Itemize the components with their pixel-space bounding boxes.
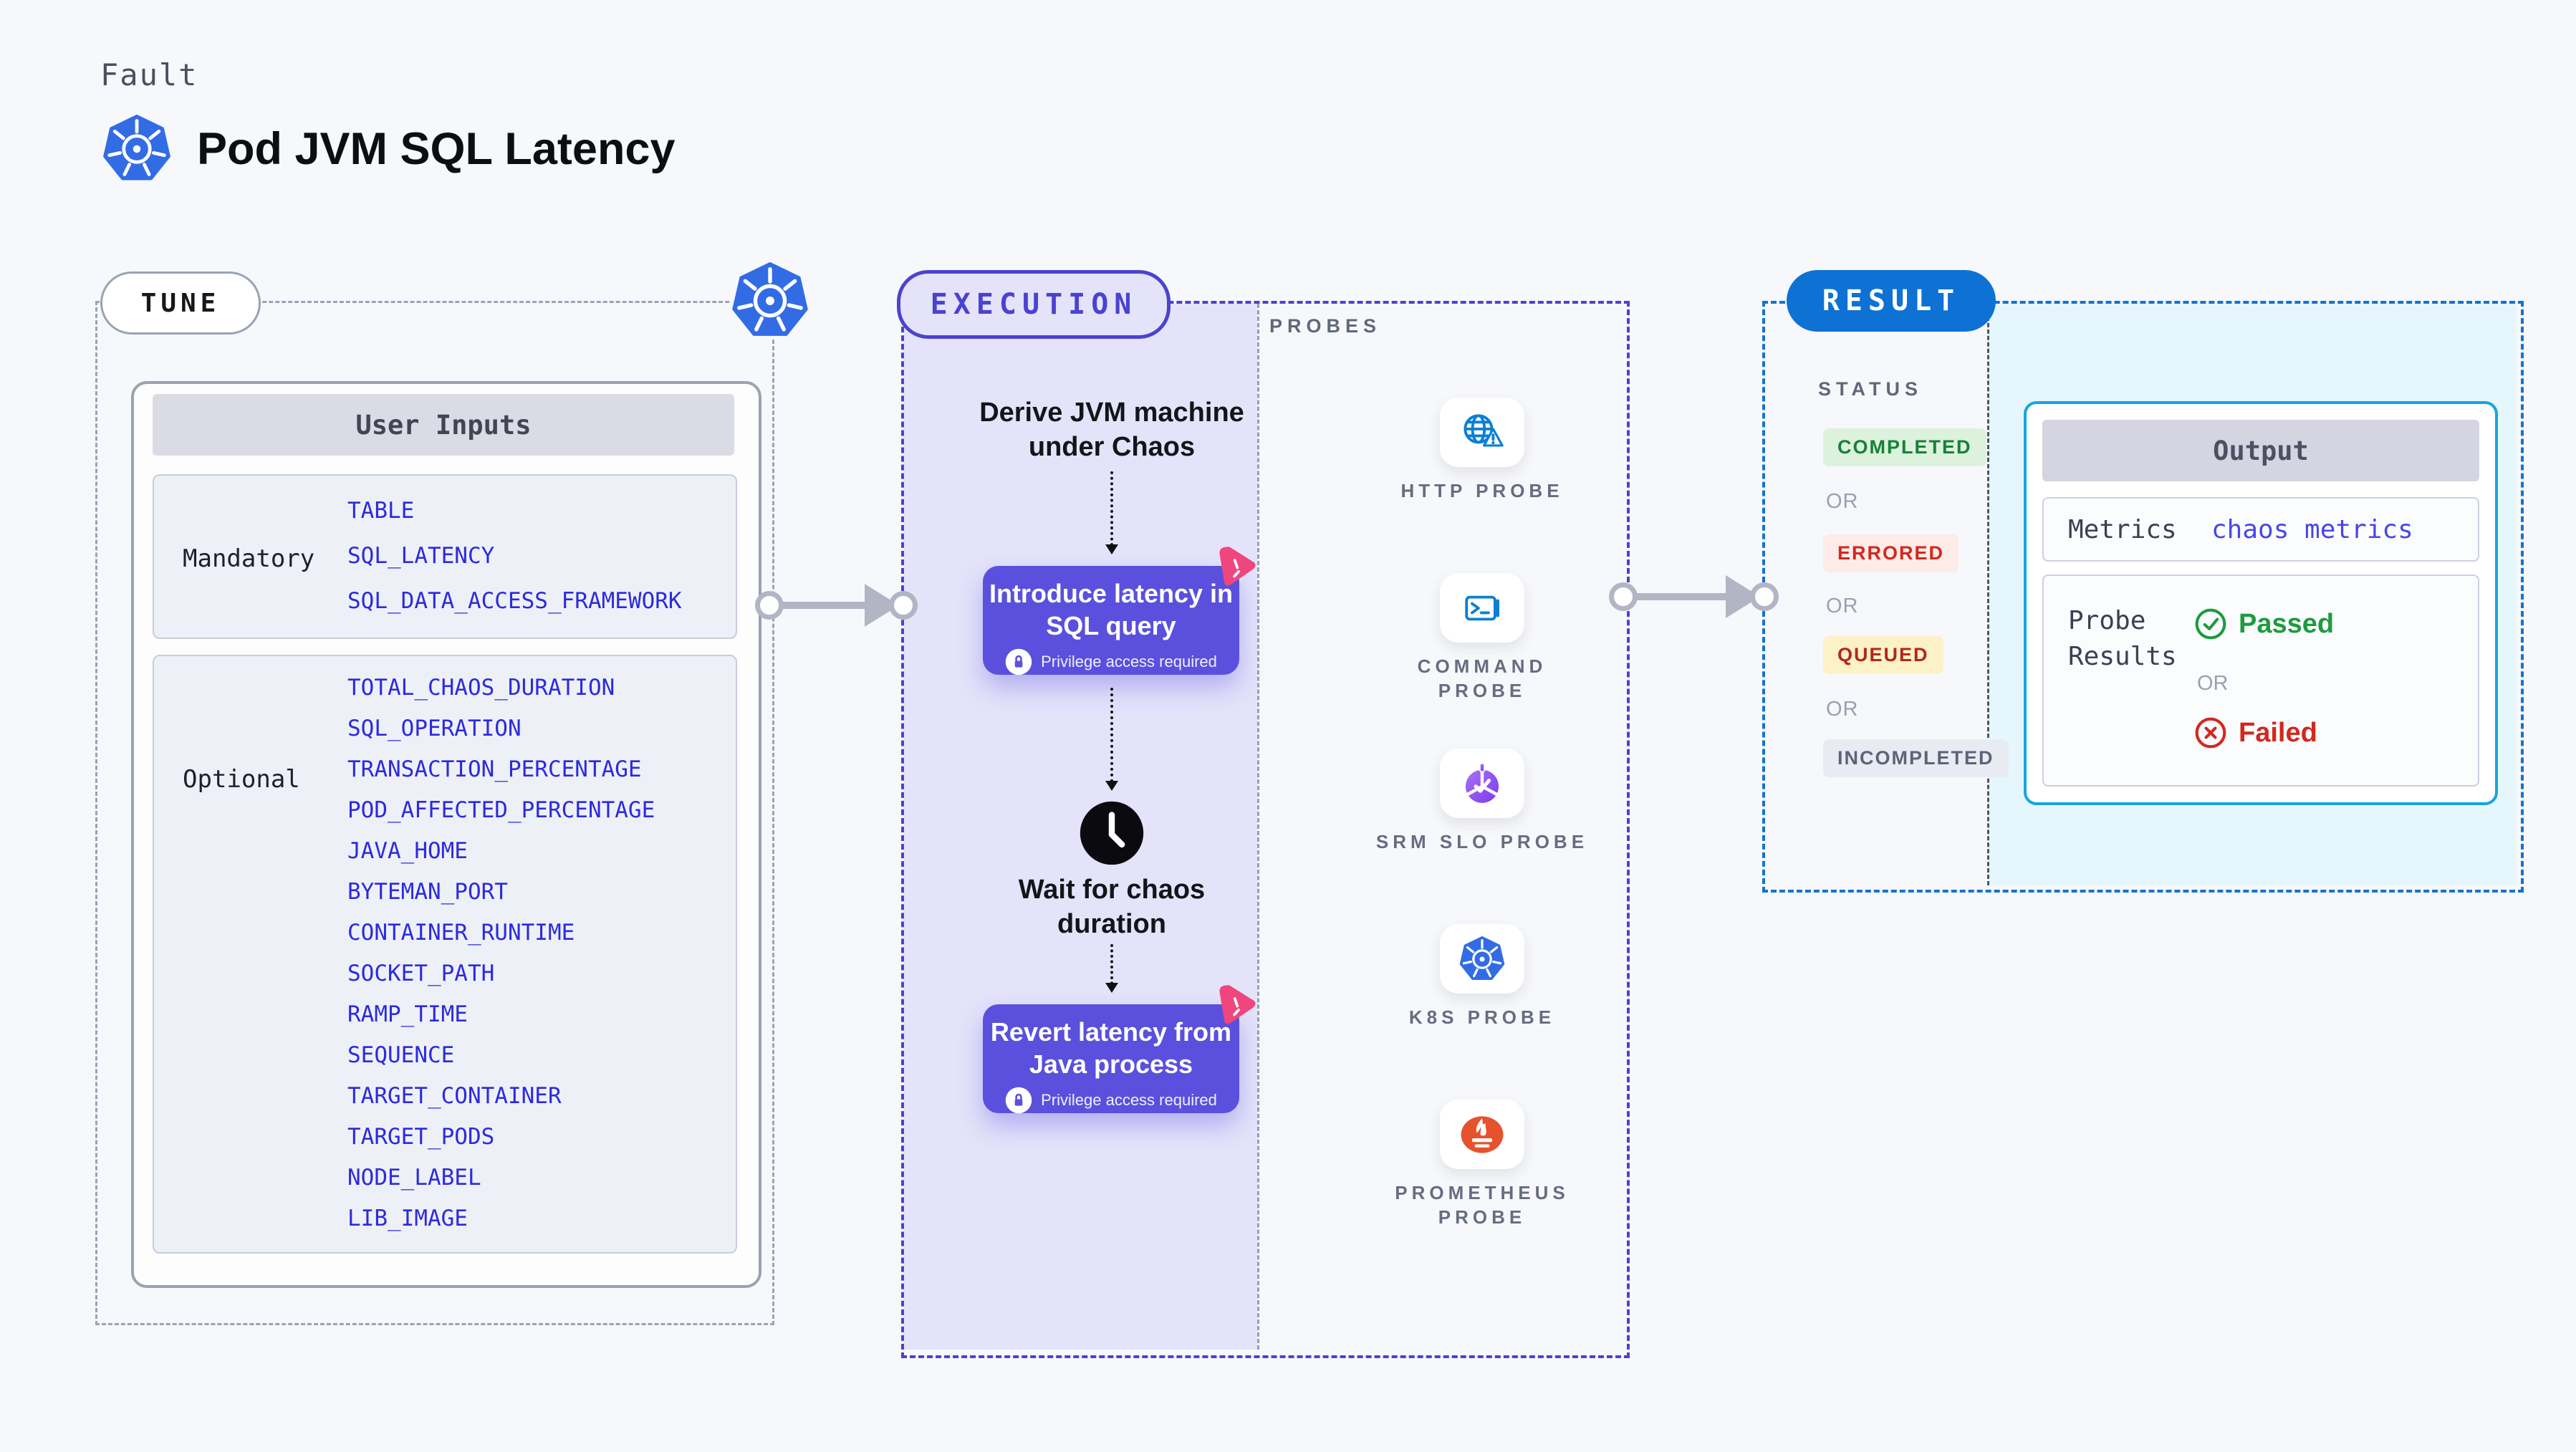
env-var[interactable]: TOTAL_CHAOS_DURATION xyxy=(347,675,615,701)
step-introduce-latency: Introduce latency in SQL query Privilege… xyxy=(983,566,1239,675)
or-label: OR xyxy=(1826,698,1859,721)
optional-row: Optional TOTAL_CHAOS_DURATION SQL_OPERAT… xyxy=(153,655,737,1254)
probe-card-command xyxy=(1440,573,1524,643)
env-var[interactable]: CONTAINER_RUNTIME xyxy=(347,920,575,946)
env-var[interactable]: TABLE xyxy=(347,498,415,524)
probe-label: K8S PROBE xyxy=(1408,1006,1556,1028)
probe-label: PROMETHEUS PROBE xyxy=(1395,1182,1570,1228)
env-var[interactable]: RAMP_TIME xyxy=(347,1001,468,1027)
env-var[interactable]: TRANSACTION_PERCENTAGE xyxy=(347,756,642,782)
kubernetes-icon xyxy=(103,115,170,181)
env-var[interactable]: SQL_LATENCY xyxy=(347,543,495,569)
result-pill: RESULT xyxy=(1787,270,1996,332)
output-card: Output Metrics chaos metrics Probe Resul… xyxy=(2024,401,2498,805)
step-revert-latency: Revert latency from Java process Privile… xyxy=(983,1004,1239,1114)
lock-icon xyxy=(1005,648,1032,675)
flow-arrow-down xyxy=(1105,944,1118,993)
mandatory-label: Mandatory xyxy=(183,544,315,573)
kubernetes-icon xyxy=(1459,936,1505,980)
mandatory-env-list: TABLE SQL_LATENCY SQL_DATA_ACCESS_FRAMEW… xyxy=(347,476,682,624)
x-circle-icon xyxy=(2195,717,2226,749)
env-var[interactable]: JAVA_HOME xyxy=(347,838,468,864)
result-divider xyxy=(1987,304,1989,885)
user-inputs-header: User Inputs xyxy=(153,394,734,456)
slo-pie-icon xyxy=(1465,762,1499,803)
metrics-label: Metrics xyxy=(2068,514,2177,544)
env-var[interactable]: SQL_OPERATION xyxy=(347,716,522,741)
probe-card-srm-slo xyxy=(1440,749,1524,818)
metrics-row: Metrics chaos metrics xyxy=(2042,497,2479,562)
step-derive-jvm: Derive JVM machine under Chaos xyxy=(979,398,1244,462)
or-label: OR xyxy=(2197,672,2229,695)
tune-section-frame xyxy=(95,301,774,1325)
globe-alert-icon xyxy=(1464,413,1504,447)
optional-label: Optional xyxy=(183,765,300,794)
execution-panel-background xyxy=(904,304,1257,1350)
status-badge-queued: QUEUED xyxy=(1823,636,1943,674)
litmus-chaos-icon xyxy=(1219,985,1256,1024)
failed-label: Failed xyxy=(2239,717,2317,748)
status-heading: STATUS xyxy=(1818,378,1923,400)
clock-icon xyxy=(1080,801,1144,865)
env-var[interactable]: TARGET_CONTAINER xyxy=(347,1083,562,1109)
page-title: Pod JVM SQL Latency xyxy=(197,124,676,174)
probe-label: HTTP PROBE xyxy=(1400,480,1564,501)
probes-divider xyxy=(1257,304,1259,1350)
prometheus-flame-icon xyxy=(1461,1115,1504,1153)
probe-results-label: Probe Results xyxy=(2068,606,2177,671)
optional-env-list: TOTAL_CHAOS_DURATION SQL_OPERATION TRANS… xyxy=(347,656,655,1239)
env-var[interactable]: SOCKET_PATH xyxy=(347,961,495,986)
passed-indicator: Passed xyxy=(2194,607,2334,640)
fault-kicker: Fault xyxy=(100,57,198,92)
execution-pill: EXECUTION xyxy=(897,270,1171,339)
status-badge-errored: ERRORED xyxy=(1823,534,1959,572)
env-var[interactable]: TARGET_PODS xyxy=(347,1124,495,1150)
chaos-metrics-link[interactable]: chaos metrics xyxy=(2211,514,2413,544)
failed-indicator: Failed xyxy=(2194,716,2317,749)
privilege-note: Privilege access required xyxy=(1041,653,1217,670)
probes-heading: PROBES xyxy=(1269,315,1382,337)
output-header: Output xyxy=(2042,420,2479,481)
env-var[interactable]: NODE_LABEL xyxy=(347,1165,481,1191)
check-circle-icon xyxy=(2195,608,2226,640)
status-badge-incompleted: INCOMPLETED xyxy=(1823,739,2009,777)
status-badge-completed: COMPLETED xyxy=(1823,428,1986,466)
env-var[interactable]: SEQUENCE xyxy=(347,1042,455,1068)
env-var[interactable]: LIB_IMAGE xyxy=(347,1206,468,1231)
env-var[interactable]: SQL_DATA_ACCESS_FRAMEWORK xyxy=(347,588,682,614)
step-wait-duration: Wait for chaos duration xyxy=(1018,875,1206,939)
or-label: OR xyxy=(1826,595,1859,617)
probe-card-k8s xyxy=(1440,924,1524,994)
passed-label: Passed xyxy=(2239,608,2335,639)
kubernetes-icon xyxy=(731,262,809,340)
probe-label: COMMAND PROBE xyxy=(1417,655,1547,701)
flow-arrow-down xyxy=(1105,688,1118,791)
probe-label: SRM SLO PROBE xyxy=(1375,831,1589,852)
probe-card-prometheus xyxy=(1440,1100,1524,1169)
lock-icon xyxy=(1005,1087,1032,1114)
terminal-icon xyxy=(1465,595,1499,620)
litmus-chaos-icon xyxy=(1219,547,1256,586)
title-row: Pod JVM SQL Latency xyxy=(102,115,676,183)
execution-section-frame xyxy=(901,301,1630,1358)
flow-arrow-down xyxy=(1105,471,1118,554)
env-var[interactable]: POD_AFFECTED_PERCENTAGE xyxy=(347,797,655,823)
privilege-note: Privilege access required xyxy=(1041,1091,1217,1109)
probe-card-http xyxy=(1440,398,1524,467)
env-var[interactable]: BYTEMAN_PORT xyxy=(347,879,508,905)
probe-results-row: Probe Results Passed OR Failed xyxy=(2042,574,2479,787)
tune-pill: TUNE xyxy=(100,271,261,335)
or-label: OR xyxy=(1826,490,1859,513)
mandatory-row: Mandatory TABLE SQL_LATENCY SQL_DATA_ACC… xyxy=(153,474,737,639)
